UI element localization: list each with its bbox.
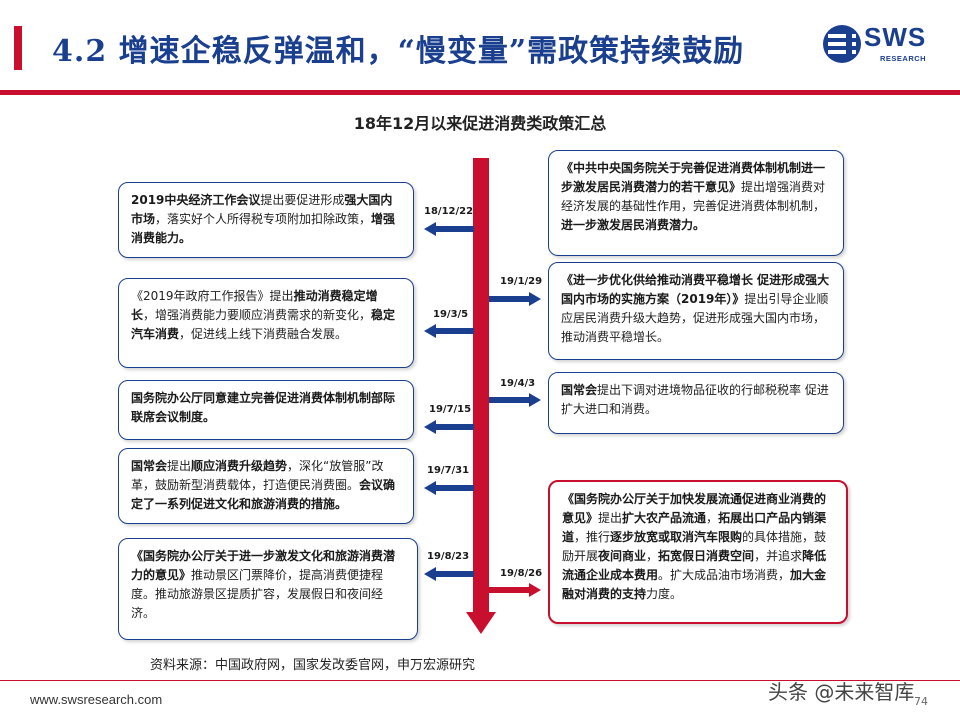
policy-text-bold: 降低流通企业成本费用: [562, 549, 827, 582]
policy-box-right-3: 国常会提出下调对进境物品征收的行邮税税率 促进扩大进口和消费。: [548, 372, 844, 434]
policy-text: 提出引导企业顺应居民消费升级大趋势，促进形成强大国内市场，推动消费平稳增长。: [561, 292, 829, 344]
policy-text: ，: [706, 511, 719, 525]
sws-logo-icon: [823, 25, 861, 63]
policy-text-bold: 国务院办公厅同意建立完善促进消费体制机制部际联席会议制度。: [131, 391, 396, 424]
left-arrow-icon: [424, 420, 474, 434]
policy-text: 力度。: [646, 587, 683, 601]
policy-text-bold: 稳定汽车消费: [131, 308, 396, 341]
policy-box-left-3: 国务院办公厅同意建立完善促进消费体制机制部际联席会议制度。: [118, 380, 414, 440]
policy-box-left-4: 国常会提出顺应消费升级趋势，深化“放管服”改革，鼓励新型消费载体，打造便民消费圈…: [118, 448, 414, 524]
date-label: 18/12/22: [424, 206, 474, 217]
policy-text-bold: 拓宽假日消费空间: [658, 549, 755, 563]
policy-text: ，推行: [574, 530, 611, 544]
policy-text-bold: 《中共中央国务院关于完善促进消费体制机制进一步激发居民消费潜力的若干意见》: [561, 161, 826, 194]
date-label: 19/8/23: [427, 551, 470, 562]
policy-text-bold: 逐步放宽或取消汽车限购: [610, 530, 743, 544]
footer-divider: [0, 680, 960, 681]
policy-text: 提出要促进形成: [260, 193, 345, 207]
policy-text: ，促进线上线下消费融合发展。: [179, 327, 348, 341]
policy-text-bold: 2019中央经济工作会议: [131, 193, 261, 207]
policy-text-bold: 会议确定了一系列促进文化和旅游消费的措施。: [131, 478, 396, 511]
figure-title: 18年12月以来促进消费类政策汇总: [353, 114, 607, 133]
policy-text-bold: 《国务院办公厅关于进一步激发文化和旅游消费潜力的意见》: [131, 549, 396, 582]
policy-text: ，增强消费能力要顺应消费需求的新变化，: [143, 308, 372, 322]
policy-text-bold: 增强消费能力。: [131, 212, 396, 245]
policy-text-bold: 国常会: [131, 459, 168, 473]
header: 4.2 增速企稳反弹温和，“慢变量”需政策持续鼓励 SWS RESEARCH: [0, 0, 960, 90]
page-title: 4.2 增速企稳反弹温和，“慢变量”需政策持续鼓励: [52, 34, 745, 69]
policy-text-bold: 国常会: [561, 383, 598, 397]
policy-text: 推动景区门票降价，提高消费便捷程度。推动旅游景区提质扩容，发展假日和夜间经济。: [131, 568, 384, 620]
policy-text-bold: 推动消费稳定增长: [131, 289, 378, 322]
policy-text-bold: 强大国内市场: [131, 193, 393, 226]
policy-text-bold: 扩大农产品流通: [622, 511, 707, 525]
left-arrow-icon: [424, 481, 474, 495]
right-arrow-icon: [489, 393, 541, 407]
watermark-text: 头条 @未来智库: [768, 680, 915, 704]
date-label: 19/1/29: [500, 276, 543, 287]
title-accent-bar: [14, 26, 22, 70]
policy-text-bold: 顺应消费升级趋势: [191, 459, 288, 473]
policy-text: 《2019年政府工作报告》: [131, 289, 270, 303]
policy-text: 提出增强消费对经济发展的基础性作用，完善促进消费体制机制，: [561, 180, 826, 213]
policy-text-bold: 《进一步优化供给推动消费平稳增长 促进形成强大国内市场的实施方案（2019年）》: [561, 273, 830, 306]
date-label: 19/4/3: [500, 378, 536, 389]
policy-text: ，并追求: [754, 549, 803, 563]
policy-text: ，: [646, 549, 659, 563]
policy-box-right-2: 《进一步优化供给推动消费平稳增长 促进形成强大国内市场的实施方案（2019年）》…: [548, 262, 844, 360]
date-label: 19/3/5: [433, 309, 469, 320]
footer-url: www.swsresearch.com: [30, 692, 163, 707]
policy-box-right-4: 《国务院办公厅关于加快发展流通促进商业消费的意见》提出扩大农产品流通，拓展出口产…: [548, 480, 848, 624]
logo-wordmark: SWS: [864, 22, 927, 52]
timeline-arrow-head: [466, 612, 496, 634]
policy-text: ，深化“放管服”改革，鼓励新型消费载体，打造便民消费圈。: [131, 459, 384, 492]
right-arrow-icon: [489, 583, 541, 597]
date-label: 19/7/31: [427, 465, 470, 476]
left-arrow-icon: [424, 222, 474, 236]
policy-text-bold: 夜间商业: [598, 549, 647, 563]
policy-text: 的具体措施，鼓励开展: [562, 530, 827, 563]
date-label: 19/8/26: [500, 568, 543, 579]
policy-text-bold: 《国务院办公厅关于加快发展流通促进商业消费的意见》: [562, 492, 827, 525]
policy-text: 提出下调对进境物品征收的行邮税税率 促进扩大进口和消费。: [561, 383, 829, 416]
sws-logo: SWS RESEARCH: [822, 20, 942, 75]
logo-subtext: RESEARCH: [880, 54, 927, 63]
title-divider: [0, 90, 960, 95]
source-note: 资料来源：中国政府网，国家发改委官网，申万宏源研究: [150, 658, 476, 673]
policy-box-right-1: 《中共中央国务院关于完善促进消费体制机制进一步激发居民消费潜力的若干意见》提出增…: [548, 150, 844, 256]
policy-box-left-5: 《国务院办公厅关于进一步激发文化和旅游消费潜力的意见》推动景区门票降价，提高消费…: [118, 538, 418, 640]
timeline-axis: [473, 158, 489, 618]
policy-box-left-2: 《2019年政府工作报告》提出推动消费稳定增长，增强消费能力要顺应消费需求的新变…: [118, 278, 414, 368]
page-number: 74: [914, 695, 928, 708]
policy-text-bold: 拓展出口产品内销渠道: [562, 511, 827, 544]
date-label: 19/7/15: [429, 404, 472, 415]
right-arrow-icon: [489, 292, 541, 306]
policy-text-bold: 加大金融对消费的支持: [562, 568, 827, 601]
policy-text: 提出: [598, 511, 623, 525]
left-arrow-icon: [424, 567, 474, 581]
policy-text: ，落实好个人所得税专项附加扣除政策，: [155, 212, 372, 226]
policy-text: 提出: [269, 289, 294, 303]
policy-text-bold: 进一步激发居民消费潜力。: [561, 218, 706, 232]
left-arrow-icon: [424, 324, 474, 338]
policy-text: 提出: [167, 459, 192, 473]
policy-text: 。扩大成品油市场消费，: [658, 568, 791, 582]
policy-box-left-1: 2019中央经济工作会议提出要促进形成强大国内市场，落实好个人所得税专项附加扣除…: [118, 182, 414, 258]
